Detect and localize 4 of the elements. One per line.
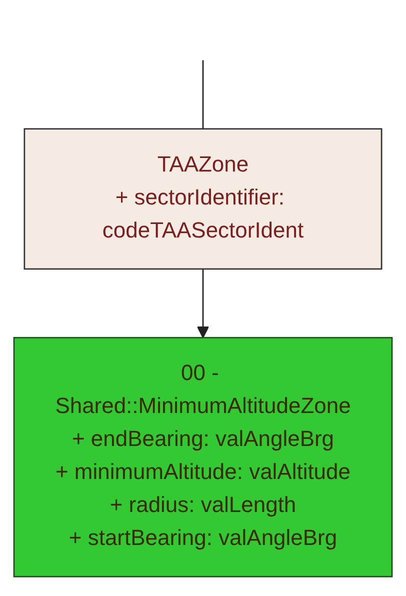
- connector: [202, 60, 204, 130]
- node-box: 00 - Shared::MinimumAltitudeZone + endBearing: valAngleBrg + minimumAltitude: valAltitude + radius: valLength + startBearing: valAngleBrg: [13, 337, 393, 578]
- arrow: [196, 269, 210, 338]
- node-box: TAAZone + sectorIdentifier: codeTAASectorIdent: [24, 128, 382, 270]
